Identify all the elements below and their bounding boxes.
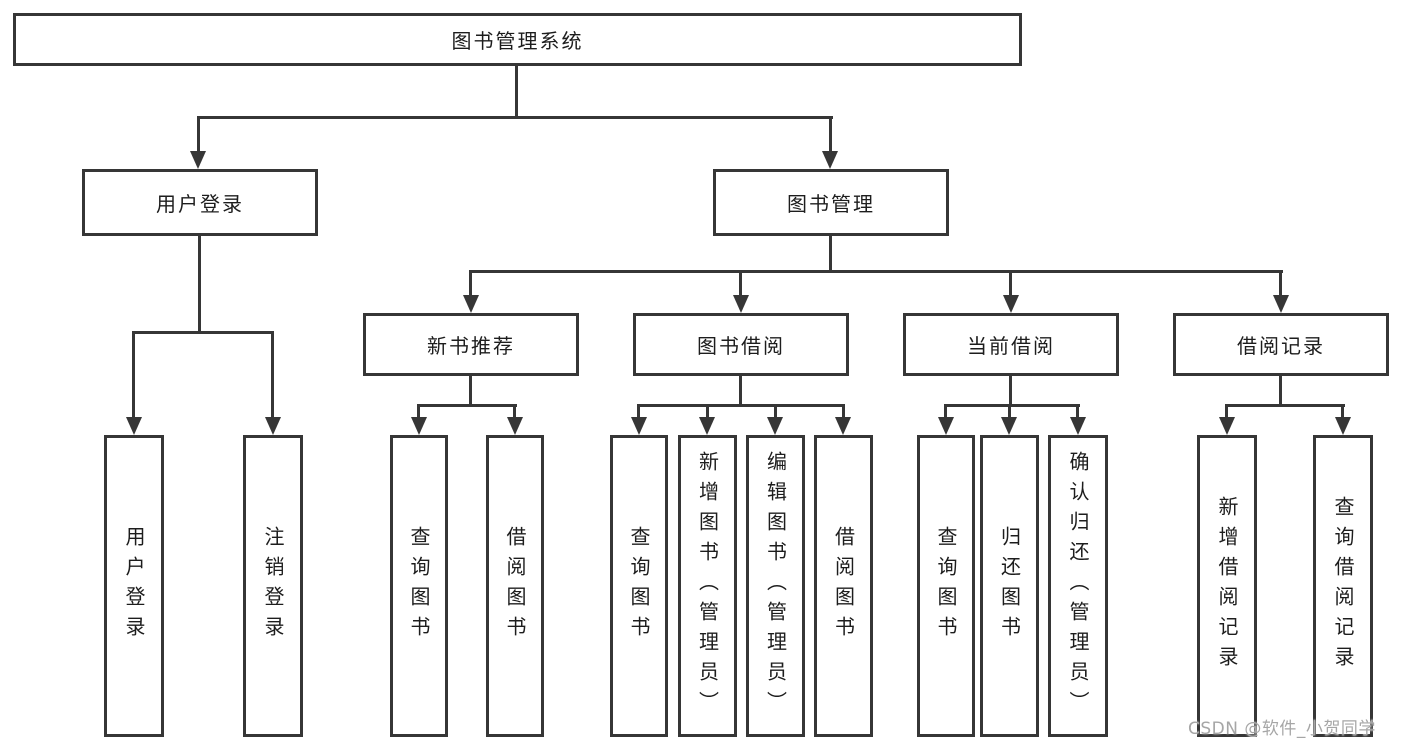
connector-line [1009, 270, 1012, 297]
connector-line [944, 404, 947, 418]
node-label: 图书借阅 [697, 334, 785, 358]
arrow-down-icon [1001, 417, 1017, 435]
connector-line [197, 116, 200, 152]
connector-line [829, 236, 832, 273]
node-label: 编辑图书（管理员） [763, 451, 788, 721]
connector-line [829, 116, 832, 152]
arrow-down-icon [1070, 417, 1086, 435]
arrow-down-icon [822, 151, 838, 169]
node-label: 查询图书 [407, 526, 431, 646]
connector-line [469, 270, 1283, 273]
node-book-management: 图书管理 [713, 169, 949, 236]
connector-line [1225, 404, 1228, 418]
node-leaf-user-login: 用户登录 [104, 435, 164, 737]
arrow-down-icon [699, 417, 715, 435]
arrow-down-icon [126, 417, 142, 435]
arrow-down-icon [733, 295, 749, 313]
arrow-down-icon [1335, 417, 1351, 435]
arrow-down-icon [1219, 417, 1235, 435]
arrow-down-icon [265, 417, 281, 435]
connector-line [637, 404, 845, 407]
node-label: 确认归还（管理员） [1066, 451, 1090, 721]
arrow-down-icon [767, 417, 783, 435]
node-label: 借阅图书 [831, 526, 856, 646]
node-leaf-edit-books-admin: 编辑图书（管理员） [746, 435, 805, 737]
node-library-management-system: 图书管理系统 [13, 13, 1022, 66]
node-leaf-logout: 注销登录 [243, 435, 303, 737]
arrow-down-icon [631, 417, 647, 435]
node-new-book-recommendation: 新书推荐 [363, 313, 579, 376]
node-leaf-query-books: 查询图书 [610, 435, 668, 737]
node-leaf-confirm-return-admin: 确认归还（管理员） [1048, 435, 1108, 737]
connector-line [132, 331, 274, 334]
node-leaf-query-books: 查询图书 [917, 435, 975, 737]
arrow-down-icon [463, 295, 479, 313]
node-leaf-borrow-books: 借阅图书 [814, 435, 873, 737]
connector-line [1009, 376, 1012, 407]
node-leaf-query-books: 查询图书 [390, 435, 448, 737]
connector-line [739, 376, 742, 407]
arrow-down-icon [507, 417, 523, 435]
connector-line [132, 331, 135, 417]
node-label: 用户登录 [122, 526, 146, 646]
node-leaf-query-borrow-record: 查询借阅记录 [1313, 435, 1373, 737]
connector-line [417, 404, 517, 407]
connector-line [1341, 404, 1344, 418]
connector-line [515, 66, 518, 119]
connector-line [198, 236, 201, 334]
arrow-down-icon [190, 151, 206, 169]
node-leaf-return-books: 归还图书 [980, 435, 1039, 737]
connector-line [469, 376, 472, 407]
connector-line [637, 404, 640, 418]
connector-line [197, 116, 833, 119]
arrow-down-icon [1273, 295, 1289, 313]
node-label: 图书管理系统 [451, 29, 584, 53]
node-label: 当前借阅 [967, 334, 1055, 358]
arrow-down-icon [411, 417, 427, 435]
connector-line [417, 404, 420, 418]
connector-line [1076, 404, 1079, 418]
node-label: 归还图书 [997, 526, 1022, 646]
node-label: 借阅图书 [503, 526, 527, 646]
node-label: 用户登录 [156, 192, 244, 216]
node-label: 新书推荐 [427, 334, 515, 358]
node-label: 查询借阅记录 [1331, 496, 1355, 676]
node-label: 新增借阅记录 [1215, 496, 1239, 676]
connector-line [842, 404, 845, 418]
node-leaf-add-books-admin: 新增图书（管理员） [678, 435, 737, 737]
node-label: 新增图书（管理员） [695, 451, 720, 721]
connector-line [469, 270, 472, 297]
connector-line [774, 404, 777, 418]
node-book-borrowing: 图书借阅 [633, 313, 849, 376]
node-leaf-add-borrow-record: 新增借阅记录 [1197, 435, 1257, 737]
node-label: 注销登录 [261, 526, 285, 646]
node-label: 图书管理 [787, 192, 875, 216]
connector-line [271, 331, 274, 417]
node-label: 查询图书 [627, 526, 651, 646]
node-leaf-borrow-books: 借阅图书 [486, 435, 544, 737]
connector-line [944, 404, 1080, 407]
arrow-down-icon [1003, 295, 1019, 313]
node-label: 查询图书 [934, 526, 958, 646]
node-user-login: 用户登录 [82, 169, 318, 236]
arrow-down-icon [835, 417, 851, 435]
csdn-watermark: CSDN @软件_小贺同学 [1188, 719, 1376, 739]
connector-line [513, 404, 516, 418]
arrow-down-icon [938, 417, 954, 435]
connector-line [1008, 404, 1011, 418]
connector-line [706, 404, 709, 418]
node-borrowing-records: 借阅记录 [1173, 313, 1389, 376]
connector-line [1279, 270, 1282, 297]
node-label: 借阅记录 [1237, 334, 1325, 358]
connector-line [739, 270, 742, 297]
connector-line [1279, 376, 1282, 407]
node-current-borrowing: 当前借阅 [903, 313, 1119, 376]
connector-line [1225, 404, 1345, 407]
